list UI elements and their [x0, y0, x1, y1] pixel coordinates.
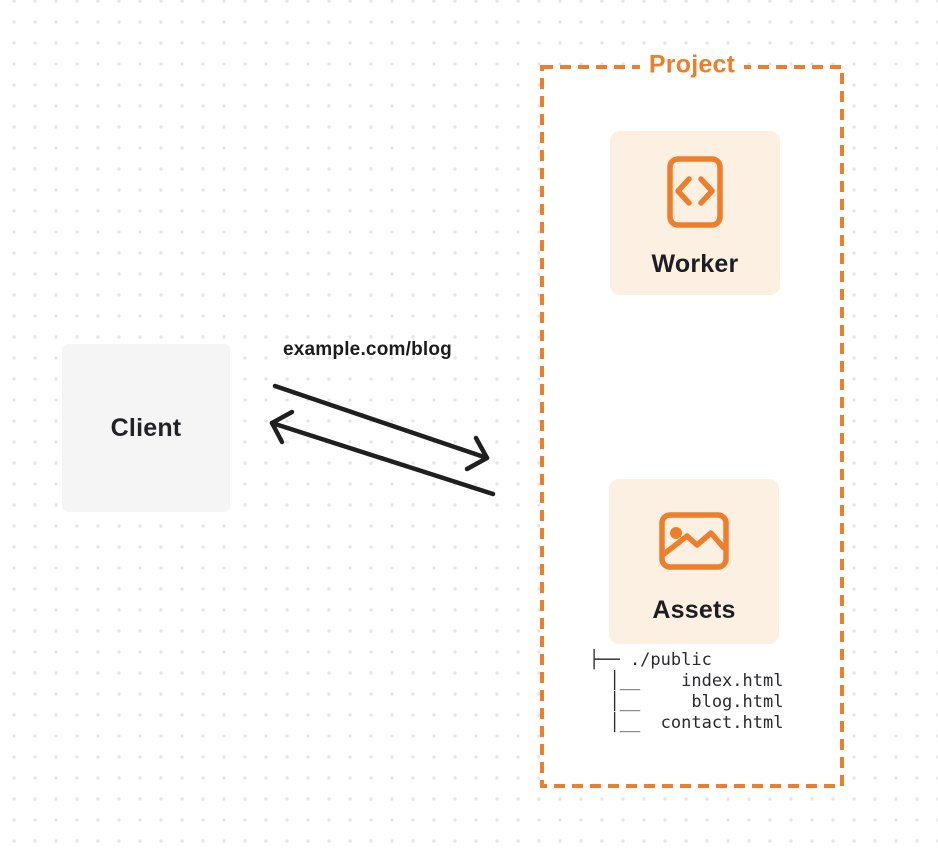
client-node: Client — [62, 344, 230, 512]
client-label: Client — [110, 413, 182, 442]
arrow-to-project — [272, 383, 490, 472]
code-file-icon — [667, 156, 723, 228]
worker-node: Worker — [610, 131, 780, 295]
assets-label: Assets — [652, 596, 736, 624]
request-url-label: example.com/blog — [283, 339, 452, 360]
arrow-to-client — [269, 409, 496, 497]
worker-label: Worker — [651, 250, 739, 278]
assets-file-tree: ├── ./public │__ index.html │__ blog.htm… — [589, 650, 784, 733]
assets-node: Assets — [609, 479, 779, 644]
project-label: Project — [639, 50, 745, 80]
image-icon — [659, 512, 729, 570]
project-container: Project Worker Assets — [540, 50, 844, 788]
